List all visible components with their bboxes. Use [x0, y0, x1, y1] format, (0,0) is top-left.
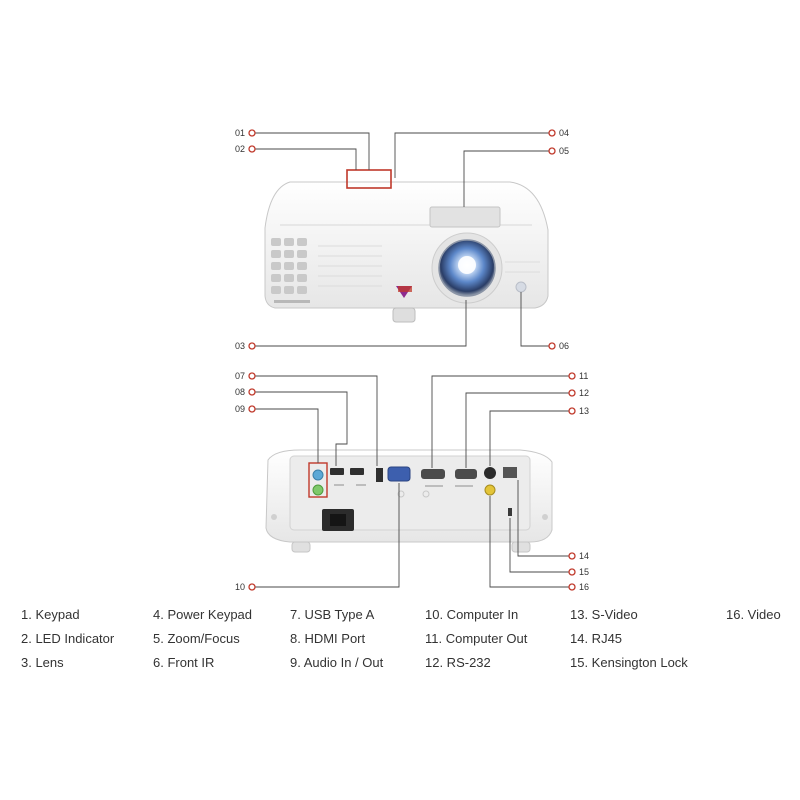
callout-label-04: 04 — [559, 128, 569, 138]
brand-logo — [396, 286, 412, 298]
leader-03 — [255, 300, 467, 347]
legend-item-front-ir: 6. Front IR — [153, 655, 215, 670]
hdmi-ports — [330, 468, 364, 475]
front-ir-sensor — [515, 281, 527, 293]
vga-in-port — [387, 466, 411, 482]
vga-out-port — [421, 469, 445, 479]
callout-ring-15 — [568, 568, 576, 576]
legend-item-usb-type-a: 7. USB Type A — [290, 607, 375, 622]
callout-ring-06 — [548, 342, 556, 350]
callout-ring-16 — [568, 583, 576, 591]
callout-label-08: 08 — [235, 387, 245, 397]
leader-lines — [255, 132, 569, 588]
legend-item-video: 16. Video — [726, 607, 781, 622]
legend-item-rs-232: 12. RS-232 — [425, 655, 491, 670]
legend-item-hdmi-port: 8. HDMI Port — [290, 631, 366, 646]
callout-markers: 01 02 03 04 05 06 07 08 09 10 11 12 13 14 15 16 — [235, 128, 589, 592]
callout-ring-01 — [248, 129, 256, 137]
rs232-port — [455, 469, 477, 479]
leader-06 — [520, 292, 549, 347]
leader-14 — [517, 480, 569, 557]
leader-05 — [463, 150, 549, 207]
leader-08 — [255, 391, 348, 466]
leader-01 — [255, 132, 370, 170]
leader-10 — [255, 483, 400, 588]
callout-ring-11 — [568, 372, 576, 380]
callout-label-13: 13 — [579, 406, 589, 416]
callout-ring-02 — [248, 145, 256, 153]
leader-07 — [255, 375, 378, 466]
callout-label-07: 07 — [235, 371, 245, 381]
usb-port — [376, 468, 383, 482]
leader-13 — [489, 410, 569, 466]
projector-rear-view — [265, 449, 553, 553]
callout-label-16: 16 — [579, 582, 589, 592]
callout-ring-14 — [568, 552, 576, 560]
audio-jacks — [308, 462, 328, 498]
callout-ring-05 — [548, 147, 556, 155]
callout-label-12: 12 — [579, 388, 589, 398]
callout-label-10: 10 — [235, 582, 245, 592]
legend-item-audio-in-out: 9. Audio In / Out — [290, 655, 384, 670]
leader-09 — [255, 408, 319, 463]
callout-ring-08 — [248, 388, 256, 396]
legend-item-rj45: 14. RJ45 — [570, 631, 623, 646]
leader-15 — [509, 518, 569, 573]
callout-label-11: 11 — [579, 371, 588, 381]
callout-ring-04 — [548, 129, 556, 137]
legend-item-led-indicator: 2. LED Indicator — [21, 631, 115, 646]
kensington-lock — [508, 508, 512, 516]
adjustable-foot — [392, 307, 416, 323]
legend: 1. Keypad 2. LED Indicator 3. Lens 4. Po… — [0, 603, 800, 683]
callout-label-01: 01 — [235, 128, 245, 138]
legend-item-power-keypad: 4. Power Keypad — [153, 607, 253, 622]
video-port — [484, 484, 496, 496]
legend-item-keypad: 1. Keypad — [21, 607, 80, 622]
callout-ring-10 — [248, 583, 256, 591]
legend-item-zoom-focus: 5. Zoom/Focus — [153, 631, 240, 646]
rj45-port — [503, 467, 517, 478]
power-socket — [322, 509, 354, 531]
callout-label-03: 03 — [235, 341, 245, 351]
callout-label-02: 02 — [235, 144, 245, 154]
callout-ring-07 — [248, 372, 256, 380]
projector-diagram: 01 02 03 04 05 06 07 08 09 10 11 12 13 14 15 16 — [235, 128, 589, 592]
legend-item-s-video: 13. S-Video — [570, 607, 638, 622]
legend-item-computer-out: 11. Computer Out — [425, 631, 528, 646]
leader-11 — [431, 375, 569, 468]
callout-label-09: 09 — [235, 404, 245, 414]
callout-ring-13 — [568, 407, 576, 415]
leader-02 — [255, 148, 357, 170]
callout-label-06: 06 — [559, 341, 569, 351]
callout-label-14: 14 — [579, 551, 589, 561]
callout-label-05: 05 — [559, 146, 569, 156]
leader-04 — [394, 132, 549, 178]
lens — [431, 232, 503, 304]
callout-ring-03 — [248, 342, 256, 350]
vent-grille — [271, 238, 310, 303]
leader-12 — [465, 392, 569, 468]
legend-item-kensington-lock: 15. Kensington Lock — [570, 655, 688, 670]
projector-front-view — [264, 169, 549, 323]
legend-item-lens: 3. Lens — [21, 655, 64, 670]
callout-ring-12 — [568, 389, 576, 397]
callout-label-15: 15 — [579, 567, 589, 577]
callout-ring-09 — [248, 405, 256, 413]
leader-16 — [489, 496, 569, 588]
s-video-port — [484, 467, 496, 479]
legend-item-computer-in: 10. Computer In — [425, 607, 519, 622]
